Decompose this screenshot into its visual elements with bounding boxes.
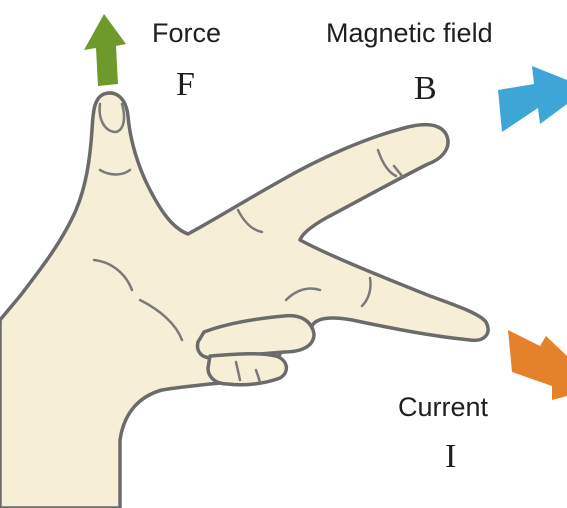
current-arrow-icon [508, 330, 567, 400]
current-symbol: I [445, 438, 456, 476]
current-label: Current [398, 392, 488, 423]
magnetic-field-arrow-icon [498, 66, 567, 132]
force-symbol: F [176, 66, 195, 104]
magnetic-field-label: Magnetic field [326, 18, 493, 49]
magnetic-field-symbol: B [414, 70, 437, 108]
hand-illustration [0, 93, 488, 508]
force-label: Force [152, 18, 221, 49]
force-arrow-icon [84, 14, 126, 86]
